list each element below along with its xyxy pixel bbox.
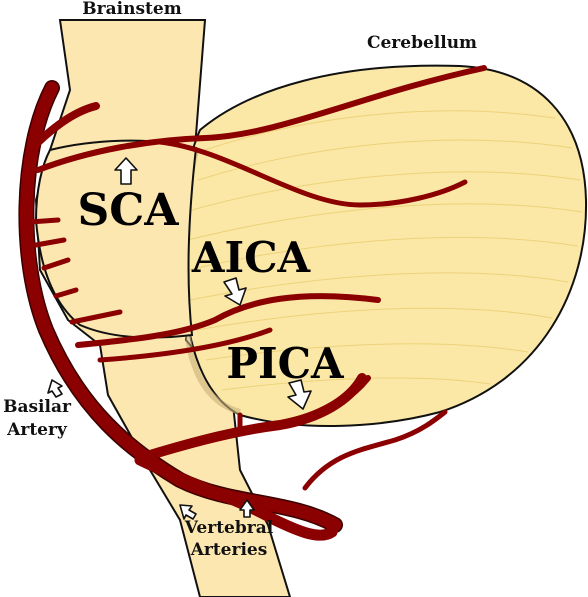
pica-arrow <box>287 379 312 410</box>
pontine-branch-2 <box>33 237 67 248</box>
posterior-inferior-cerebellar-artery <box>177 375 371 451</box>
posterior-cerebral-branch <box>26 102 100 154</box>
basilar-arrow <box>47 379 63 398</box>
basilar-label-line2: Artery <box>6 420 68 440</box>
pontine-branch-1 <box>27 217 61 225</box>
aica-arrow <box>223 277 247 306</box>
aica-secondary <box>97 327 273 363</box>
cerebellum-label: Cerebellum <box>367 33 477 53</box>
brainstem-label: Brainstem <box>82 0 181 19</box>
vertebral-label-line2: Arteries <box>190 540 268 560</box>
pontine-branch-3 <box>41 257 71 271</box>
pica-label: PICA <box>226 339 345 388</box>
arteries <box>18 65 487 541</box>
vertebral-arrow-left <box>179 504 197 520</box>
pontine-branch-4 <box>53 287 79 299</box>
superior-cerebellar-artery <box>35 65 487 173</box>
pontine-branch-5 <box>69 309 123 325</box>
vertebral-arrow-right <box>239 499 255 518</box>
basilar-label-line1: Basilar <box>3 397 72 417</box>
sca-label: SCA <box>78 185 180 236</box>
vertebral-artery-left <box>134 454 338 541</box>
aica-label: AICA <box>191 233 312 282</box>
vertebral-label-line1: Vertebral <box>184 518 274 538</box>
pica-lower-branch <box>302 409 448 491</box>
sca-arrow <box>114 157 138 185</box>
sca-lower-branch <box>157 139 468 208</box>
anterior-inferior-cerebellar-artery <box>75 293 381 348</box>
basilar-artery <box>19 81 342 532</box>
